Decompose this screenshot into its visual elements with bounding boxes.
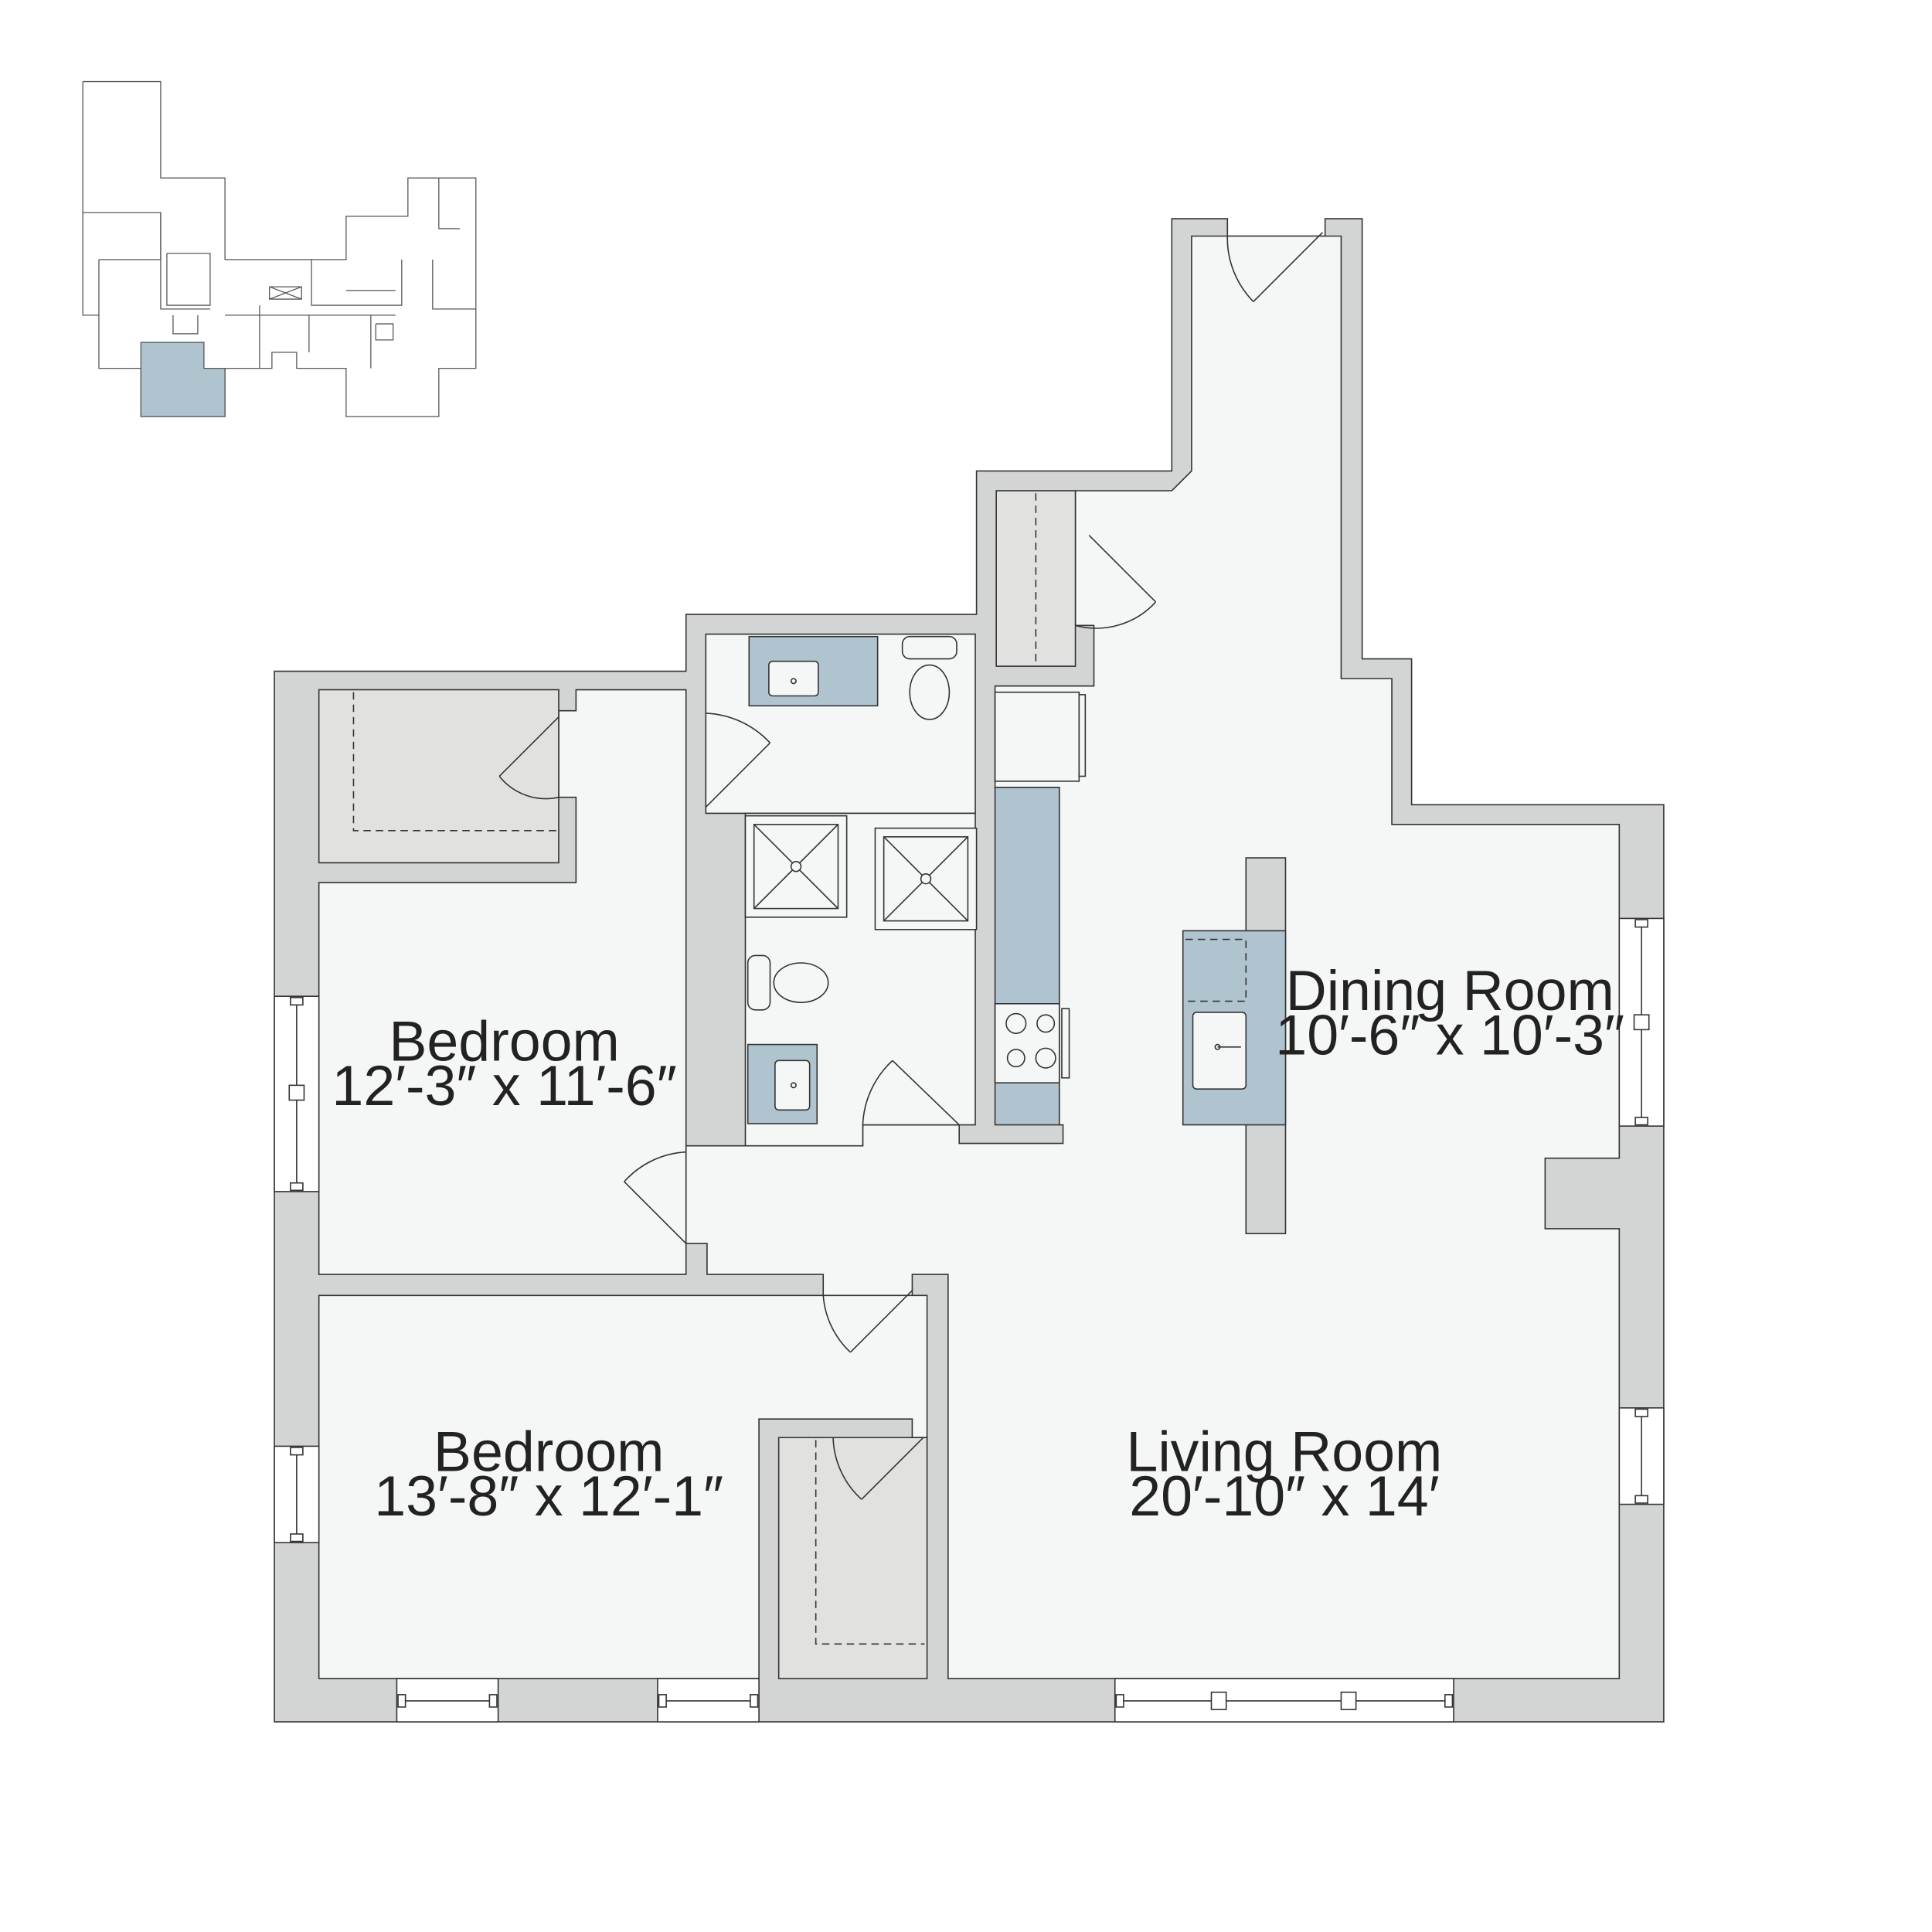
living-dining-floor [685,235,1621,1679]
cooktop-icon [994,1002,1070,1083]
door-swing-icon [498,232,1324,1500]
bedroom-2-closet [777,1437,928,1679]
shower-icon [744,815,848,918]
hall-closet [995,490,1077,667]
bedroom-1-name: Bedroom [389,1009,620,1073]
refrigerator [994,691,1080,782]
dining-room-name: Dining Room [1286,958,1614,1022]
key-plan-icon [82,80,477,417]
living-room-name: Living Room [1126,1419,1442,1483]
bedroom-2-dims: 13′-8″ x 12′-1″ [374,1464,723,1528]
shower-icon [874,827,978,930]
bedroom-2-name: Bedroom [434,1419,665,1483]
dining-room-dims: 10′-6″ x 10′-3″ [1275,1002,1624,1066]
kitchen-island-icon [1182,857,1287,1235]
bedroom-1-dims: 12′-3″ x 11′-6″ [332,1053,676,1117]
closet-rod-line [352,692,556,832]
sink-icon [774,1060,811,1111]
bedroom-1-closet [318,689,560,864]
sink-icon [1192,1012,1247,1090]
bedroom-1-floor [318,689,687,1275]
key-plan-unit-highlight [140,342,226,417]
living-room-dims: 20′-10″ x 14′ [1129,1464,1439,1528]
window-icon [274,917,1665,1723]
closet-rod-line [815,1440,925,1645]
toilet-icon [901,635,957,720]
toilet-icon [747,954,829,1011]
